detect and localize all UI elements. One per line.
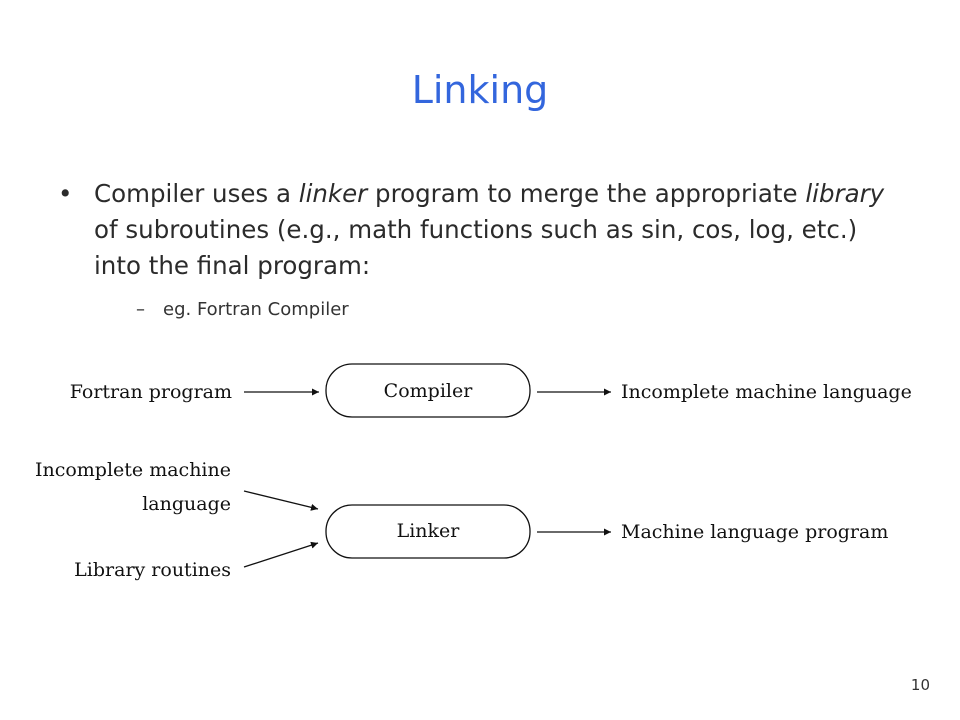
label-linker: Linker — [397, 520, 461, 542]
sub-bullet-marker: – — [136, 299, 145, 320]
sub-bullet-text: eg. Fortran Compiler — [163, 299, 349, 320]
label-library-routines: Library routines — [74, 559, 231, 581]
compiler-box — [325, 363, 531, 418]
label-compiler: Compiler — [384, 380, 474, 402]
arrow-incomplete-to-linker — [243, 490, 319, 511]
bullet-term-library: library — [805, 179, 885, 208]
sub-bullet: – eg. Fortran Compiler — [136, 298, 349, 322]
label-incomplete-machine-input-line2: language — [142, 493, 231, 515]
bullet-text: Compiler uses a linker program to merge … — [58, 176, 908, 284]
bullet-marker: • — [58, 179, 73, 208]
label-machine-language-program: Machine language program — [621, 521, 888, 543]
label-incomplete-machine-language-output: Incomplete machine language — [621, 381, 912, 403]
label-fortran-program: Fortran program — [70, 381, 232, 403]
main-bullet: • Compiler uses a linker program to merg… — [58, 176, 908, 284]
page-number: 10 — [910, 676, 930, 694]
linker-box — [325, 504, 531, 559]
bullet-text-part2: program to merge the appropriate — [367, 179, 806, 208]
label-incomplete-machine-input-line1: Incomplete machine — [35, 459, 231, 481]
slide-title: Linking — [411, 68, 549, 112]
bullet-text-part1: Compiler uses a — [94, 179, 299, 208]
bullet-text-part3: of subroutines (e.g., math functions suc… — [94, 215, 858, 280]
bullet-term-linker: linker — [298, 179, 368, 208]
arrow-library-to-linker — [243, 541, 319, 568]
